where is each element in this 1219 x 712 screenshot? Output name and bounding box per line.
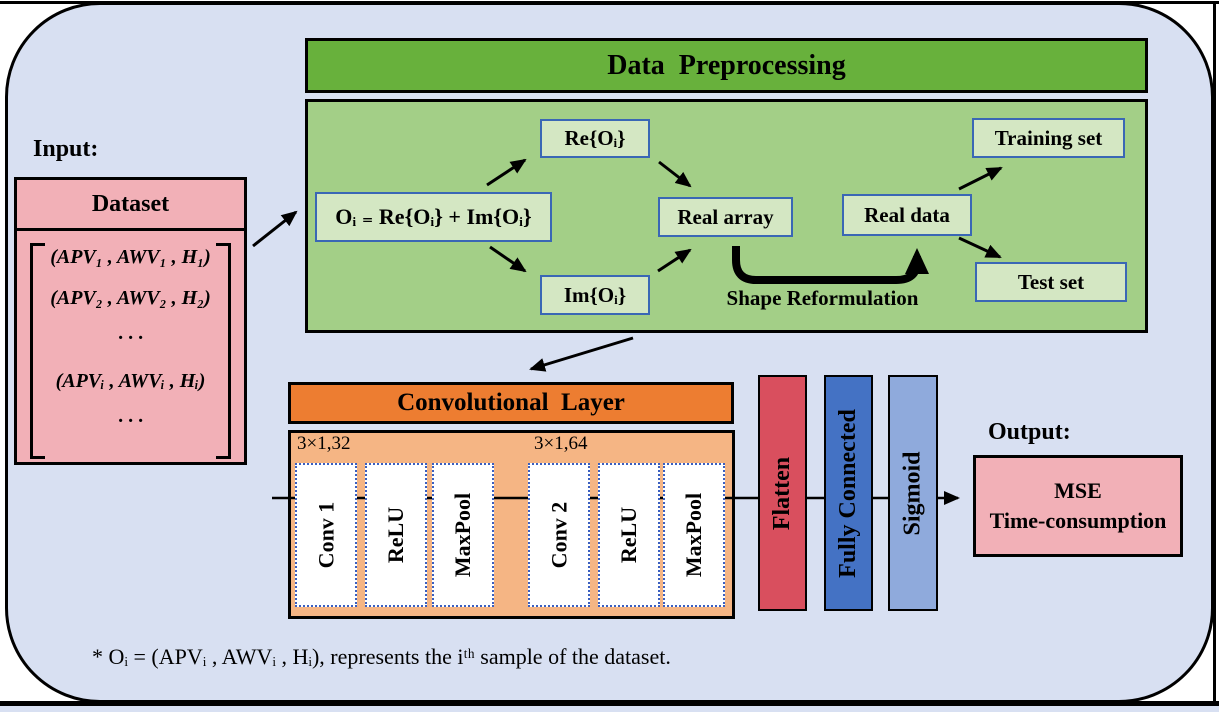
sigmoid-bar: Sigmoid bbox=[888, 375, 938, 611]
footnote: * Oᵢ = (APVᵢ , AWVᵢ , Hᵢ), represents th… bbox=[92, 644, 671, 669]
real-data-box: Real data bbox=[842, 194, 972, 236]
real-array-box: Real array bbox=[658, 197, 793, 237]
maxpool1-label: MaxPool bbox=[450, 492, 476, 578]
relu1-block: ReLU bbox=[365, 463, 427, 607]
conv1-block: Conv 1 bbox=[295, 463, 357, 607]
preprocessing-header: Data Preprocessing bbox=[305, 38, 1148, 93]
conv2-block: Conv 2 bbox=[528, 463, 590, 607]
training-set-box: Training set bbox=[972, 118, 1125, 158]
output-label: Output: bbox=[988, 419, 1071, 445]
fully-connected-bar: Fully Connected bbox=[824, 375, 873, 611]
conv-group2-label: 3×1,64 bbox=[534, 433, 588, 454]
preprocessing-title: Data Preprocessing bbox=[607, 49, 846, 81]
frame-right-line bbox=[1213, 1, 1216, 706]
flatten-label: Flatten bbox=[769, 456, 795, 530]
output-line1: MSE bbox=[1054, 478, 1102, 503]
conv-layer-title: Convolutional Layer bbox=[397, 389, 625, 416]
im-box: Im{Oᵢ} bbox=[540, 275, 650, 315]
output-box: MSE Time-consumption bbox=[973, 455, 1183, 557]
conv-layer-body bbox=[288, 430, 735, 619]
flatten-bar: Flatten bbox=[758, 375, 807, 611]
test-set-box: Test set bbox=[975, 262, 1127, 302]
sigmoid-label: Sigmoid bbox=[899, 450, 926, 536]
shape-reformulation-label: Shape Reformulation bbox=[726, 286, 919, 310]
output-line2: Time-consumption bbox=[989, 508, 1167, 533]
maxpool2-block: MaxPool bbox=[663, 463, 725, 607]
conv1-label: Conv 1 bbox=[313, 501, 338, 569]
input-label: Input: bbox=[33, 136, 99, 162]
matrix-row: (APVᵢ , AWVᵢ , Hᵢ) bbox=[55, 370, 206, 392]
matrix-row: · · · bbox=[118, 410, 143, 432]
dataset-box: Dataset (APV₁ , AWV₁ , H₁) (APV₂ , AWV₂ … bbox=[14, 177, 247, 465]
relu1-label: ReLU bbox=[383, 506, 408, 564]
formula-box: Oᵢ ₌ Re{Oᵢ} + Im{Oᵢ} bbox=[315, 192, 552, 242]
matrix-row: · · · bbox=[118, 327, 143, 349]
relu2-label: ReLU bbox=[616, 506, 641, 564]
matrix-row: (APV₂ , AWV₂ , H₂) bbox=[50, 287, 211, 309]
frame-bottom-line bbox=[0, 701, 1219, 706]
relu2-block: ReLU bbox=[598, 463, 660, 607]
matrix-left-bracket bbox=[30, 243, 45, 459]
matrix-right-bracket bbox=[216, 243, 231, 459]
conv2-label: Conv 2 bbox=[546, 501, 571, 569]
dataset-title: Dataset bbox=[17, 180, 244, 231]
matrix-row: (APV₁ , AWV₁ , H₁) bbox=[50, 246, 211, 268]
maxpool2-label: MaxPool bbox=[681, 492, 707, 578]
conv-group1-label: 3×1,32 bbox=[297, 433, 351, 454]
frame-bottom-strip bbox=[0, 706, 1219, 712]
maxpool1-block: MaxPool bbox=[432, 463, 494, 607]
re-box: Re{Oᵢ} bbox=[540, 119, 650, 158]
conv-layer-header: Convolutional Layer bbox=[288, 382, 734, 424]
fully-connected-label: Fully Connected bbox=[835, 408, 862, 578]
